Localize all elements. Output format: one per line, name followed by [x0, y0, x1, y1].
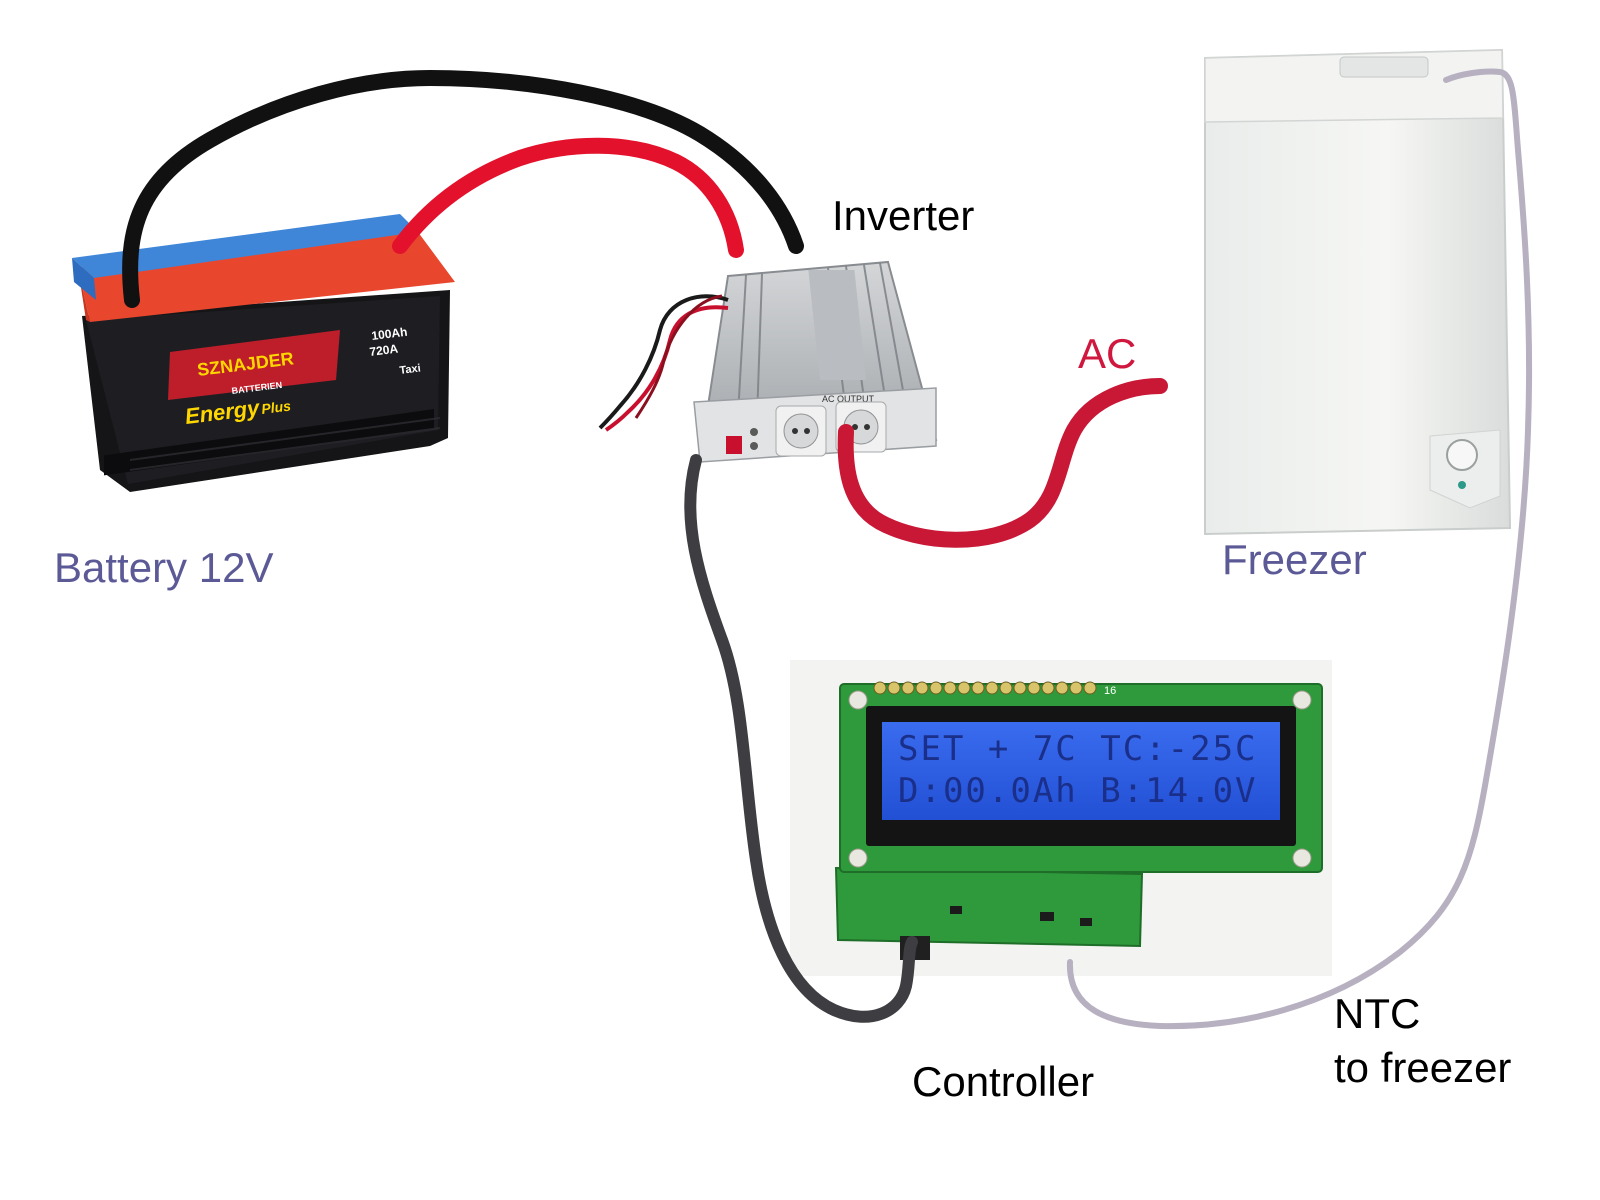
power-led — [1458, 481, 1466, 489]
inverter-label-text: Inverter — [832, 192, 975, 239]
freezer — [1204, 48, 1512, 536]
inverter-panel-text: AC OUTPUT — [822, 394, 875, 404]
header-pins — [873, 681, 1097, 695]
controller: 16 SET + 7C TC:-25C D:00.0Ah B:14.0V — [790, 660, 1332, 976]
wire-battery-positive — [392, 137, 744, 258]
inverter: AC OUTPUT — [598, 260, 938, 463]
battery-tag-text: Taxi — [399, 362, 422, 376]
battery-label-text: Battery 12V — [54, 544, 274, 591]
ntc-label-line-2: to freezer — [1334, 1044, 1512, 1091]
wire-control — [684, 454, 918, 1023]
battery-cca-text: 720A — [369, 342, 400, 359]
battery-capacity-text: 100Ah — [371, 325, 408, 343]
battery: SZNAJDER BATTERIEN Energy Plus 100Ah 720… — [72, 214, 455, 492]
freezer-handle — [1339, 56, 1429, 78]
lcd-screen — [882, 722, 1280, 820]
wire-ntc — [1066, 68, 1533, 1030]
lcd-line-1: SET + 7C TC:-25C — [898, 729, 1258, 769]
inverter-outlet-left — [775, 405, 827, 457]
controller-label-text: Controller — [912, 1058, 1095, 1105]
ntc-label-line-1: NTC — [1334, 990, 1421, 1037]
freezer-label-text: Freezer — [1222, 536, 1367, 583]
wire-ac — [837, 378, 1168, 548]
inverter-power-switch — [726, 436, 742, 454]
pin-label: 16 — [1104, 685, 1116, 697]
ac-label-text: AC — [1078, 330, 1137, 377]
lcd-line-2: D:00.0Ah B:14.0V — [898, 771, 1258, 811]
wire-battery-negative — [122, 69, 804, 308]
battery-product-suffix: Plus — [260, 397, 292, 417]
inverter-led-2 — [750, 442, 758, 450]
thermostat-knob — [1446, 439, 1478, 471]
inverter-led-1 — [750, 428, 758, 436]
